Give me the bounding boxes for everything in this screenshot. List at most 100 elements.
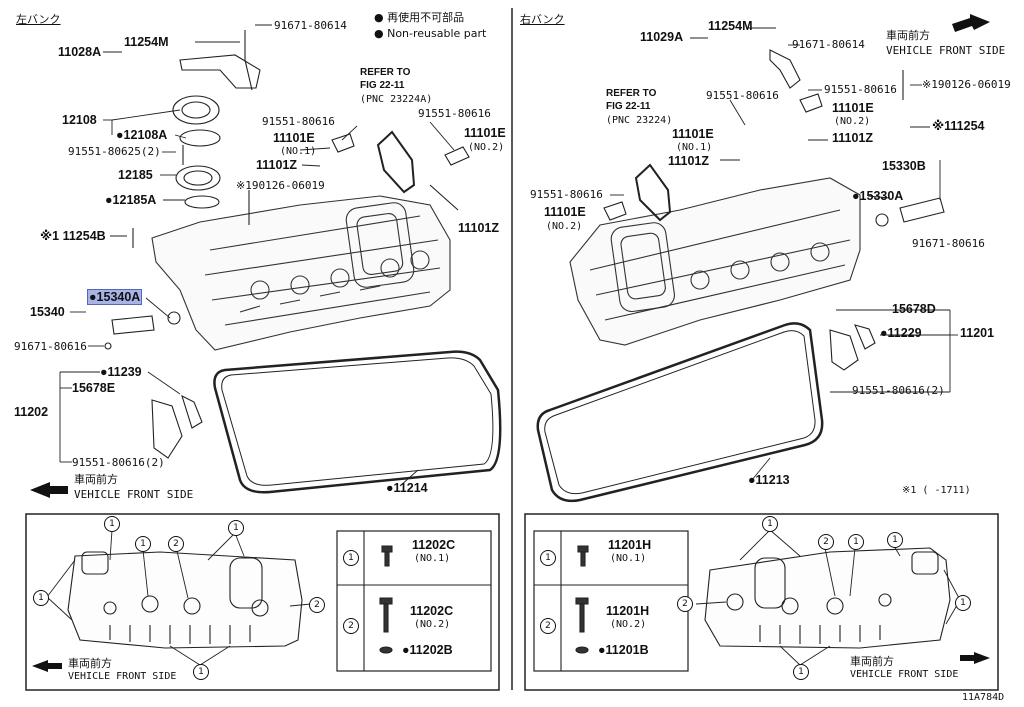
part-11213[interactable]: ●11213 — [748, 473, 790, 487]
left-bank-title: 左バンク — [16, 13, 61, 26]
part-91551-80616-2-right[interactable]: 91551-80616(2) — [852, 384, 945, 397]
part-11201H-no2[interactable]: 11201H — [606, 604, 650, 618]
part-91671-80614[interactable]: 91671-80614 — [274, 19, 347, 32]
part-11101Z-left-1[interactable]: 11101Z — [256, 158, 298, 172]
bl-legend-marker-1: 1 — [343, 550, 359, 566]
right-no1: (NO.1) — [676, 142, 713, 153]
br-legend-marker-2: 2 — [540, 618, 556, 634]
br-marker-2: 2 — [677, 596, 693, 612]
part-12108A[interactable]: ●12108A — [116, 128, 168, 142]
left-front-en: VEHICLE FRONT SIDE — [74, 488, 194, 501]
bl-cover-outline — [67, 551, 303, 649]
left-valve-cover — [151, 195, 451, 351]
part-91551-80625[interactable]: 91551-80625(2) — [68, 145, 161, 158]
part-15340[interactable]: 15340 — [30, 305, 65, 319]
right-footnote: ※1 ( -1711) — [902, 485, 971, 496]
part-11202B[interactable]: ●11202B — [402, 643, 453, 657]
part-11101E-no2-right[interactable]: 11101E — [832, 101, 874, 115]
br-front-jp: 車両前方 — [850, 655, 894, 668]
bl-marker-2: 2 — [168, 536, 184, 552]
part-91671-80614-right[interactable]: 91671-80614 — [792, 38, 865, 51]
part-11254M-right[interactable]: 11254M — [708, 19, 753, 33]
part-15330B[interactable]: 15330B — [882, 159, 926, 173]
bl-marker-2: 2 — [309, 597, 325, 613]
part-11254B[interactable]: ※1 11254B — [40, 229, 106, 243]
part-11201H-no1[interactable]: 11201H — [608, 538, 652, 552]
br-marker-1: 1 — [955, 595, 971, 611]
part-91551-80616-left-a[interactable]: 91551-80616 — [262, 115, 335, 128]
bl-legend-marker-2: 2 — [343, 618, 359, 634]
bl-marker-1: 1 — [228, 520, 244, 536]
part-15340A[interactable]: ●15340A — [86, 289, 143, 305]
right-refer-2[interactable]: FIG 22-11 — [606, 101, 651, 112]
part-15678D[interactable]: 15678D — [892, 302, 936, 316]
right-valve-cover — [569, 177, 861, 346]
part-91551-80616-2-left[interactable]: 91551-80616(2) — [72, 456, 165, 469]
part-11202C-no1[interactable]: 11202C — [412, 538, 456, 552]
part-91551-80616-right-c[interactable]: 91551-80616 — [530, 188, 603, 201]
part-11201[interactable]: 11201 — [960, 326, 995, 340]
br-cover-outline — [704, 547, 951, 649]
br-no1: (NO.1) — [610, 553, 647, 564]
part-11101Z-right[interactable]: 11101Z — [832, 131, 874, 145]
part-11214[interactable]: ●11214 — [386, 481, 428, 495]
part-11101E-no2-left[interactable]: 11101E — [464, 126, 506, 140]
part-11101E-no1-left[interactable]: 11101E — [273, 131, 315, 145]
left-no2: (NO.2) — [468, 142, 505, 153]
part-90126-06019-left[interactable]: ※190126-06019 — [236, 179, 325, 192]
part-11254-right[interactable]: ※111254 — [932, 119, 985, 133]
br-legend-marker-1: 1 — [540, 550, 556, 566]
part-12185[interactable]: 12185 — [118, 168, 153, 182]
part-11202C-no2[interactable]: 11202C — [410, 604, 454, 618]
part-15340A-highlight: ●15340A — [86, 289, 143, 305]
part-11202[interactable]: 11202 — [14, 405, 49, 419]
right-refer-3[interactable]: (PNC 23224) — [606, 115, 673, 126]
bl-no1: (NO.1) — [414, 553, 451, 564]
part-11101E-no2-right-b[interactable]: 11101E — [544, 205, 586, 219]
part-11101E-no1-right[interactable]: 11101E — [672, 127, 714, 141]
part-91551-80616-left-b[interactable]: 91551-80616 — [418, 107, 491, 120]
right-front-jp: 車両前方 — [886, 29, 930, 42]
right-refer-1[interactable]: REFER TO — [606, 88, 657, 99]
left-no1: (NO.1) — [280, 146, 317, 157]
bl-marker-1: 1 — [135, 536, 151, 552]
part-91671-80616[interactable]: 91671-80616 — [14, 340, 87, 353]
part-91671-80616-right[interactable]: 91671-80616 — [912, 237, 985, 250]
br-marker-1: 1 — [887, 532, 903, 548]
left-refer-2[interactable]: FIG 22-11 — [360, 80, 405, 91]
left-front-jp: 車両前方 — [74, 473, 118, 486]
bl-marker-1: 1 — [104, 516, 120, 532]
br-no2: (NO.2) — [610, 619, 647, 630]
part-12108[interactable]: 12108 — [62, 113, 97, 127]
bl-marker-1: 1 — [33, 590, 49, 606]
br-marker-1: 1 — [848, 534, 864, 550]
bl-front-jp: 車両前方 — [68, 657, 112, 670]
diagram-code: 11A784D — [962, 692, 1005, 703]
part-11101Z-left-2[interactable]: 11101Z — [458, 221, 500, 235]
part-11239[interactable]: ●11239 — [100, 365, 142, 379]
bl-front-en: VEHICLE FRONT SIDE — [68, 671, 177, 682]
right-bank-title: 右バンク — [520, 13, 565, 26]
part-15678E[interactable]: 15678E — [72, 381, 116, 395]
part-11254M[interactable]: 11254M — [124, 35, 169, 49]
legend-en: ● Non-reusable part — [374, 27, 487, 40]
part-11029A[interactable]: 11029A — [640, 30, 684, 44]
part-91551-80616-right-a[interactable]: 91551-80616 — [706, 89, 779, 102]
part-11229[interactable]: ●11229 — [880, 326, 922, 340]
legend-jp: ● 再使用不可部品 — [374, 11, 465, 24]
part-90126-06019-right[interactable]: ※190126-06019 — [922, 78, 1011, 91]
bl-marker-1: 1 — [193, 664, 209, 680]
part-15330A[interactable]: ●15330A — [852, 189, 904, 203]
bl-no2: (NO.2) — [414, 619, 451, 630]
part-11101Z-right-l[interactable]: 11101Z — [668, 154, 710, 168]
part-11201B[interactable]: ●11201B — [598, 643, 649, 657]
part-11028A[interactable]: 11028A — [58, 45, 102, 59]
right-front-en: VEHICLE FRONT SIDE — [886, 44, 1006, 57]
part-91551-80616-right-b[interactable]: 91551-80616 — [824, 83, 897, 96]
left-refer-1[interactable]: REFER TO — [360, 67, 411, 78]
left-refer-3[interactable]: (PNC 23224A) — [360, 94, 433, 105]
br-marker-1: 1 — [793, 664, 809, 680]
part-12185A[interactable]: ●12185A — [105, 193, 157, 207]
br-front-en: VEHICLE FRONT SIDE — [850, 669, 959, 680]
